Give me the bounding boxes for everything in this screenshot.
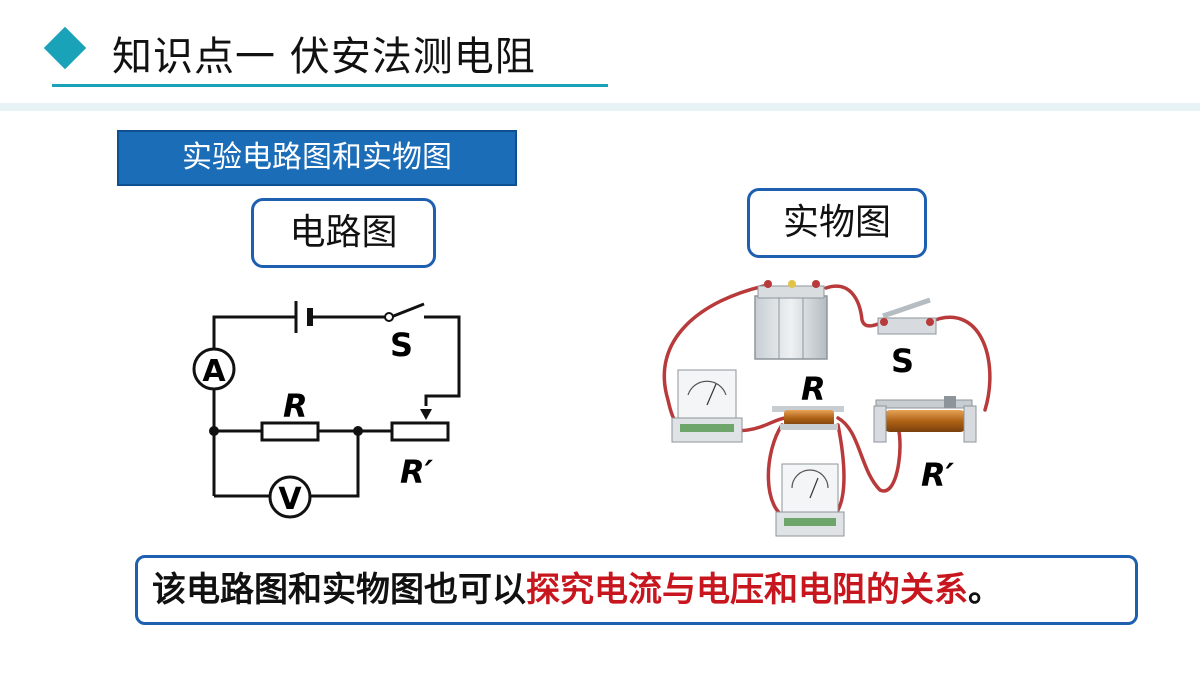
svg-text:V: V: [278, 482, 302, 517]
conclusion-suffix: 。: [968, 570, 1002, 610]
voltmeter-symbol: V: [268, 475, 312, 519]
section-label: 实验电路图和实物图: [117, 130, 517, 186]
ammeter-symbol: A: [192, 347, 236, 391]
ammeter-device-icon: [671, 369, 743, 443]
voltmeter-device-icon: [775, 463, 845, 537]
circuit-rheostat-label: R′: [400, 453, 434, 491]
physical-resistor-label: R: [801, 370, 826, 408]
battery-pack-icon: [754, 280, 828, 360]
conclusion-highlight: 探究电流与电压和电阻的关系: [526, 570, 968, 610]
resistor-device-icon: [772, 406, 844, 430]
title-underline: [52, 84, 608, 87]
circuit-switch-label: S: [390, 326, 413, 364]
circuit-resistor-label: R: [283, 387, 308, 425]
svg-text:A: A: [202, 354, 226, 389]
physical-diagram-caption: 实物图: [747, 188, 927, 258]
physical-switch-label: S: [891, 342, 914, 380]
conclusion-box: 该电路图和实物图也可以探究电流与电压和电阻的关系。: [135, 555, 1138, 625]
rheostat-device-icon: [873, 396, 977, 443]
conclusion-prefix: 该电路图和实物图也可以: [152, 570, 526, 610]
page-title: 知识点一 伏安法测电阻: [112, 34, 536, 80]
divider-band: [0, 103, 1200, 111]
knife-switch-icon: [877, 297, 937, 335]
physical-rheostat-label: R′: [921, 456, 955, 494]
circuit-diagram-caption: 电路图: [251, 198, 436, 268]
